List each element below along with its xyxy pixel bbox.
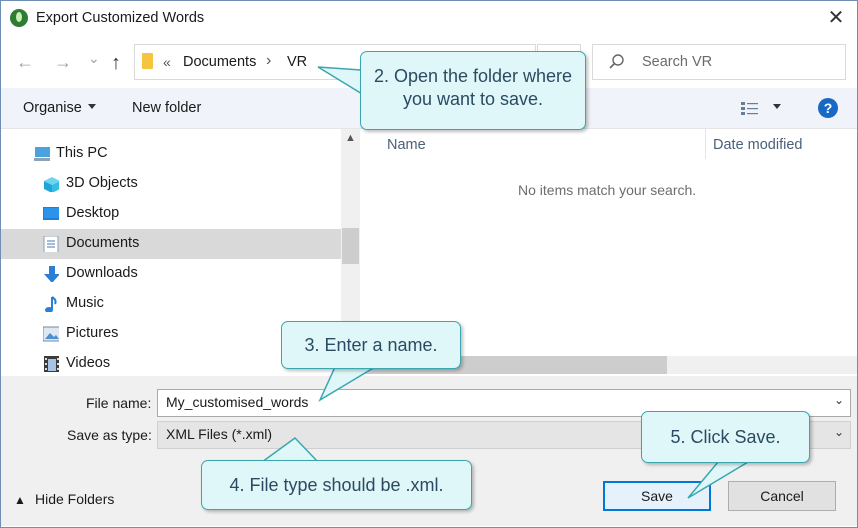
pc-icon xyxy=(34,147,50,161)
cancel-button[interactable]: Cancel xyxy=(728,481,836,511)
sidebar-item-label: Music xyxy=(66,295,104,311)
close-button[interactable]: ✕ xyxy=(827,7,845,29)
scroll-up-icon[interactable]: ▲ xyxy=(345,132,356,144)
forward-button[interactable]: → xyxy=(54,52,72,72)
title-bar xyxy=(1,1,857,37)
organise-menu[interactable]: Organise xyxy=(23,100,82,116)
column-header-name[interactable]: Name xyxy=(387,137,426,153)
sidebar-item-downloads[interactable]: Downloads xyxy=(1,259,341,289)
search-placeholder: Search VR xyxy=(642,54,713,70)
organise-dropdown-icon xyxy=(88,104,96,109)
dragon-app-icon xyxy=(10,9,28,27)
empty-list-message: No items match your search. xyxy=(518,182,697,198)
new-folder-button[interactable]: New folder xyxy=(132,100,202,116)
breadcrumb-arrow-icon: › xyxy=(266,52,272,69)
callout-text: 2. Open the folder where xyxy=(373,66,573,86)
save-button[interactable]: Save xyxy=(603,481,711,511)
music-icon xyxy=(45,296,57,312)
sidebar-item-label: Downloads xyxy=(66,265,138,281)
callout-file-type: 4. File type should be .xml. xyxy=(201,460,472,510)
videos-icon xyxy=(44,356,59,372)
file-name-value: My_customised_words xyxy=(166,394,309,410)
save-as-type-label: Save as type: xyxy=(67,427,152,443)
sidebar-item-videos[interactable]: Videos xyxy=(1,349,341,379)
recent-locations-button[interactable]: ⌄ xyxy=(88,50,100,66)
search-box[interactable] xyxy=(592,44,846,80)
sidebar-item-label: Documents xyxy=(66,235,140,251)
help-button[interactable]: ? xyxy=(818,98,838,118)
sidebar-item-label: This PC xyxy=(56,145,108,161)
download-icon xyxy=(44,266,59,282)
callout-text: you want to save. xyxy=(402,89,544,109)
view-options-icon[interactable] xyxy=(740,100,762,116)
save-as-type-value: XML Files (*.xml) xyxy=(166,426,273,442)
file-name-label: File name: xyxy=(86,395,152,411)
callout-enter-name: 3. Enter a name. xyxy=(281,321,461,369)
sidebar-item-music[interactable]: Music xyxy=(1,289,341,319)
chevron-down-icon[interactable]: ⌄ xyxy=(833,425,844,439)
cube-icon xyxy=(44,177,59,192)
sidebar-item-label: Videos xyxy=(66,355,111,371)
callout-click-save: 5. Click Save. xyxy=(641,411,810,463)
column-header-date-modified[interactable]: Date modified xyxy=(713,137,803,153)
callout-open-folder: 2. Open the folder where you want to sav… xyxy=(360,51,586,130)
pictures-icon xyxy=(43,326,59,342)
breadcrumb-vr[interactable]: VR xyxy=(287,54,308,70)
window-title: Export Customized Words xyxy=(36,10,205,26)
column-divider[interactable] xyxy=(705,129,706,159)
back-button[interactable]: ← xyxy=(16,52,34,72)
chevron-down-icon[interactable]: ⌄ xyxy=(833,393,844,407)
sidebar-item-this-pc[interactable]: This PC xyxy=(1,139,341,169)
view-dropdown-icon[interactable] xyxy=(773,104,781,109)
search-icon xyxy=(609,54,624,69)
documents-icon xyxy=(43,236,59,252)
breadcrumb-overflow[interactable]: « xyxy=(163,54,171,70)
sidebar-item-desktop[interactable]: Desktop xyxy=(1,199,341,229)
desktop-icon xyxy=(43,207,59,220)
breadcrumb-documents[interactable]: Documents xyxy=(183,54,257,70)
up-button[interactable]: ↑ xyxy=(111,52,121,74)
sidebar-item-label: 3D Objects xyxy=(66,175,138,191)
navigation-scrollbar-thumb[interactable] xyxy=(342,228,359,264)
sidebar-item-pictures[interactable]: Pictures xyxy=(1,319,341,349)
chevron-up-icon: ▲ xyxy=(14,493,26,507)
sidebar-item-label: Desktop xyxy=(66,205,120,221)
folder-icon xyxy=(142,53,153,69)
sidebar-item-label: Pictures xyxy=(66,325,119,341)
sidebar-item-3d-objects[interactable]: 3D Objects xyxy=(1,169,341,199)
hide-folders-button[interactable]: Hide Folders xyxy=(35,491,115,507)
sidebar-item-documents[interactable]: Documents xyxy=(1,229,341,259)
